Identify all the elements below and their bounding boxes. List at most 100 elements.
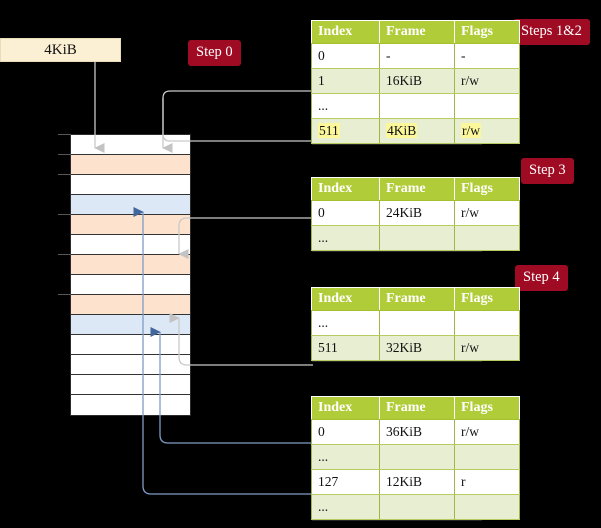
table-row: 0--	[311, 43, 520, 69]
table-cell: 16KiB	[379, 68, 455, 94]
table-cell: 36KiB	[379, 419, 455, 445]
highlighted-value: r/w	[461, 123, 481, 138]
memory-tick	[58, 134, 71, 135]
table-row: ...	[311, 310, 520, 336]
table-cell: 0	[311, 419, 380, 445]
memory-tick	[58, 154, 71, 155]
table-row: ...	[311, 444, 520, 470]
badge-step-3-label: Step 3	[529, 162, 566, 178]
column-header-index: Index	[311, 20, 380, 44]
table-cell: r/w	[454, 419, 520, 445]
table-cell: 511	[311, 118, 380, 144]
memory-frame-row	[71, 195, 190, 215]
badge-steps-1-2: Steps 1&2	[513, 19, 590, 45]
column-header-frame: Frame	[379, 287, 455, 311]
badge-step-0-label: Step 0	[196, 44, 233, 60]
badge-step-4: Step 4	[515, 265, 568, 291]
table-cell: ...	[311, 310, 380, 336]
memory-frame-row	[71, 175, 190, 195]
table-row: ...	[311, 494, 520, 520]
table-cell: 1	[311, 68, 380, 94]
connector-steps12-loop	[162, 90, 313, 142]
source-frame-label: 4KiB	[44, 42, 77, 58]
column-header-frame: Frame	[379, 20, 455, 44]
table-cell	[454, 93, 520, 119]
table-cell: ...	[311, 93, 380, 119]
table-cell: 0	[311, 43, 380, 69]
table-row: ...	[311, 93, 520, 119]
source-frame-box: 4KiB	[0, 38, 121, 62]
table-cell	[454, 444, 520, 470]
memory-tick	[58, 214, 71, 215]
memory-frame-row	[71, 215, 190, 235]
table-row: 511 4KiB r/w	[311, 118, 520, 144]
table-cell: ...	[311, 444, 380, 470]
badge-step-3: Step 3	[521, 158, 574, 184]
connector-step3	[178, 217, 313, 260]
column-header-index: Index	[311, 287, 380, 311]
table-cell	[379, 444, 455, 470]
table-cell: 4KiB	[379, 118, 455, 144]
column-header-index: Index	[311, 177, 380, 201]
memory-frame-row	[71, 275, 190, 295]
table-cell: 127	[311, 469, 380, 495]
table-row: ...	[311, 225, 520, 251]
table-cell: r	[454, 469, 520, 495]
column-header-flags: Flags	[454, 287, 520, 311]
column-header-frame: Frame	[379, 396, 455, 420]
table-cell: -	[379, 43, 455, 69]
connector-table4-row127	[133, 206, 313, 495]
highlighted-value: 4KiB	[386, 123, 418, 138]
highlighted-value: 511	[318, 123, 340, 138]
column-header-flags: Flags	[454, 396, 520, 420]
column-header-index: Index	[311, 396, 380, 420]
table-cell	[454, 494, 520, 520]
table-cell: 24KiB	[379, 200, 455, 226]
memory-frame-row	[71, 255, 190, 275]
memory-tick	[58, 254, 71, 255]
memory-tick	[58, 174, 71, 175]
memory-frame-row	[71, 235, 190, 255]
table-cell: r/w	[454, 335, 520, 361]
memory-frame-row	[71, 295, 190, 315]
column-header-flags: Flags	[454, 20, 520, 44]
table-cell: ...	[311, 494, 380, 520]
table-cell: r/w	[454, 200, 520, 226]
table-cell: -	[454, 43, 520, 69]
table-cell	[379, 494, 455, 520]
table-cell: 511	[311, 335, 380, 361]
column-header-frame: Frame	[379, 177, 455, 201]
table-cell	[454, 225, 520, 251]
table-cell	[379, 225, 455, 251]
column-header-flags: Flags	[454, 177, 520, 201]
table-cell: 0	[311, 200, 380, 226]
connector-step4	[169, 312, 313, 366]
badge-step-0: Step 0	[188, 40, 241, 66]
table-cell: 12KiB	[379, 469, 455, 495]
table-cell: r/w	[454, 118, 520, 144]
badge-steps-1-2-label: Steps 1&2	[521, 23, 582, 39]
table-cell: 32KiB	[379, 335, 455, 361]
badge-step-4-label: Step 4	[523, 269, 560, 285]
table-cell: r/w	[454, 68, 520, 94]
table-cell: ...	[311, 225, 380, 251]
table-cell	[379, 93, 455, 119]
